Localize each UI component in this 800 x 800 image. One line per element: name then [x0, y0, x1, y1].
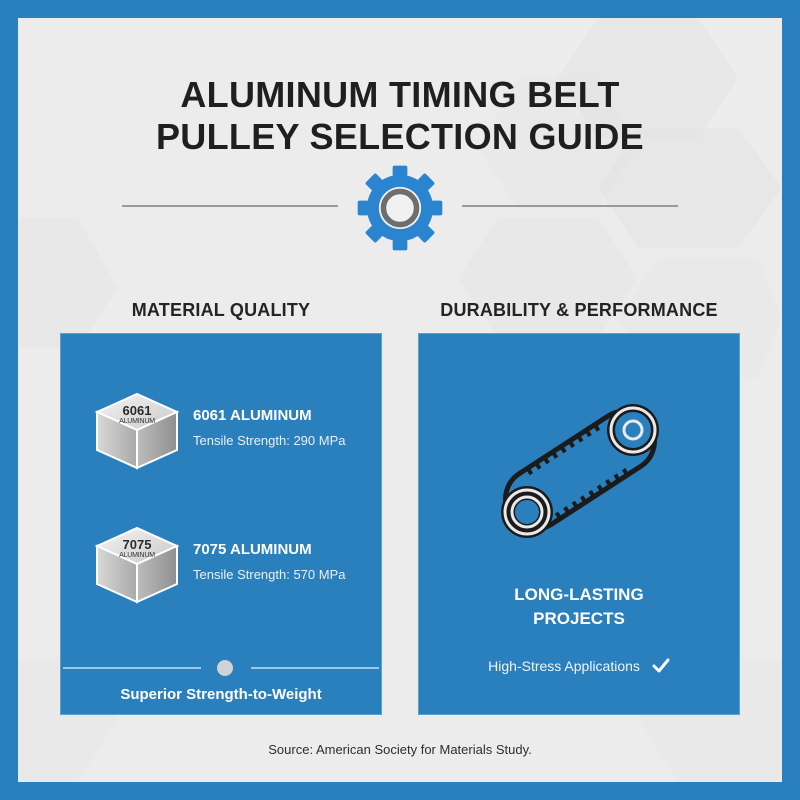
material-item-6061: 6061 ALUMINUM 6061 ALUMINUM Tensile Stre… — [85, 386, 375, 476]
timing-belt-icon — [501, 404, 659, 538]
source-citation: Source: American Society for Materials S… — [268, 742, 532, 757]
title-divider-left — [122, 205, 338, 207]
aluminum-block-icon — [94, 392, 180, 470]
section-heading-material-quality: MATERIAL QUALITY — [131, 300, 311, 320]
durability-panel: LONG-LASTING PROJECTS High-Stress Applic… — [418, 333, 740, 715]
cube-label-sub: ALUMINUM — [119, 418, 155, 425]
infographic-canvas: ALUMINUM TIMING BELT PULLEY SELECTION GU… — [18, 18, 782, 782]
title-divider-right — [462, 205, 678, 207]
material-spec: Tensile Strength: 570 MPa — [193, 567, 346, 582]
material-quality-panel: 6061 ALUMINUM 6061 ALUMINUM Tensile Stre… — [60, 333, 382, 715]
cube-label-sub: ALUMINUM — [119, 552, 155, 559]
cube-label-number: 6061 — [122, 403, 152, 418]
high-stress-feature: High-Stress Applications — [419, 658, 739, 674]
page-title: ALUMINUM TIMING BELT PULLEY SELECTION GU… — [18, 74, 782, 158]
material-name: 6061 ALUMINUM — [193, 407, 312, 424]
section-heading-durability: DURABILITY & PERFORMANCE — [440, 300, 718, 320]
gear-icon — [357, 165, 443, 251]
checkmark-icon — [652, 658, 670, 673]
aluminum-block-icon — [94, 526, 180, 604]
title-line-2: PULLEY SELECTION GUIDE — [156, 116, 644, 157]
strength-to-weight-label: Superior Strength-to-Weight — [120, 686, 322, 703]
feature-label: High-Stress Applications — [488, 658, 640, 674]
long-title-line-1: LONG-LASTING — [514, 585, 644, 604]
panel-divider-right — [251, 667, 379, 669]
panel-divider-left — [63, 667, 201, 669]
title-line-1: ALUMINUM TIMING BELT — [180, 74, 620, 115]
material-spec: Tensile Strength: 290 MPa — [193, 433, 346, 448]
material-item-7075: 7075 ALUMINUM 7075 ALUMINUM Tensile Stre… — [85, 520, 375, 610]
divider-dot — [217, 660, 233, 676]
long-title-line-2: PROJECTS — [533, 609, 625, 628]
cube-label-number: 7075 — [122, 537, 152, 552]
long-lasting-title: LONG-LASTING PROJECTS — [419, 583, 739, 631]
material-name: 7075 ALUMINUM — [193, 541, 312, 558]
